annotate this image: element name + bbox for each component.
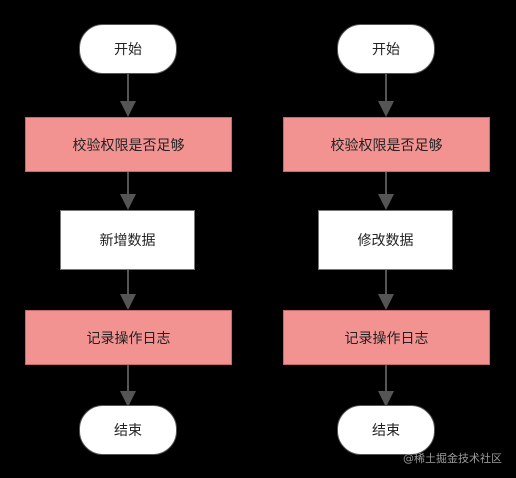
left-log-node: 记录操作日志 <box>25 310 232 365</box>
left-end-node: 结束 <box>79 405 177 455</box>
left-start-node: 开始 <box>79 24 177 74</box>
right-check-permission-label: 校验权限是否足够 <box>330 137 443 154</box>
right-modify-data-node: 修改数据 <box>318 210 453 270</box>
left-start-label: 开始 <box>114 42 142 58</box>
right-log-node: 记录操作日志 <box>283 310 490 365</box>
left-check-permission-label: 校验权限是否足够 <box>72 137 185 154</box>
right-end-node: 结束 <box>337 405 435 455</box>
right-start-label: 开始 <box>372 42 400 58</box>
left-end-label: 结束 <box>114 423 142 439</box>
left-add-data-node: 新增数据 <box>60 210 195 270</box>
left-check-permission-node: 校验权限是否足够 <box>25 117 232 172</box>
right-end-label: 结束 <box>372 423 400 439</box>
left-log-label: 记录操作日志 <box>86 330 171 347</box>
right-log-label: 记录操作日志 <box>344 330 429 347</box>
right-modify-data-label: 修改数据 <box>357 233 414 249</box>
watermark: @稀土掘金技术社区 <box>403 452 502 465</box>
right-start-node: 开始 <box>337 24 435 74</box>
left-add-data-label: 新增数据 <box>99 233 156 249</box>
right-check-permission-node: 校验权限是否足够 <box>283 117 490 172</box>
